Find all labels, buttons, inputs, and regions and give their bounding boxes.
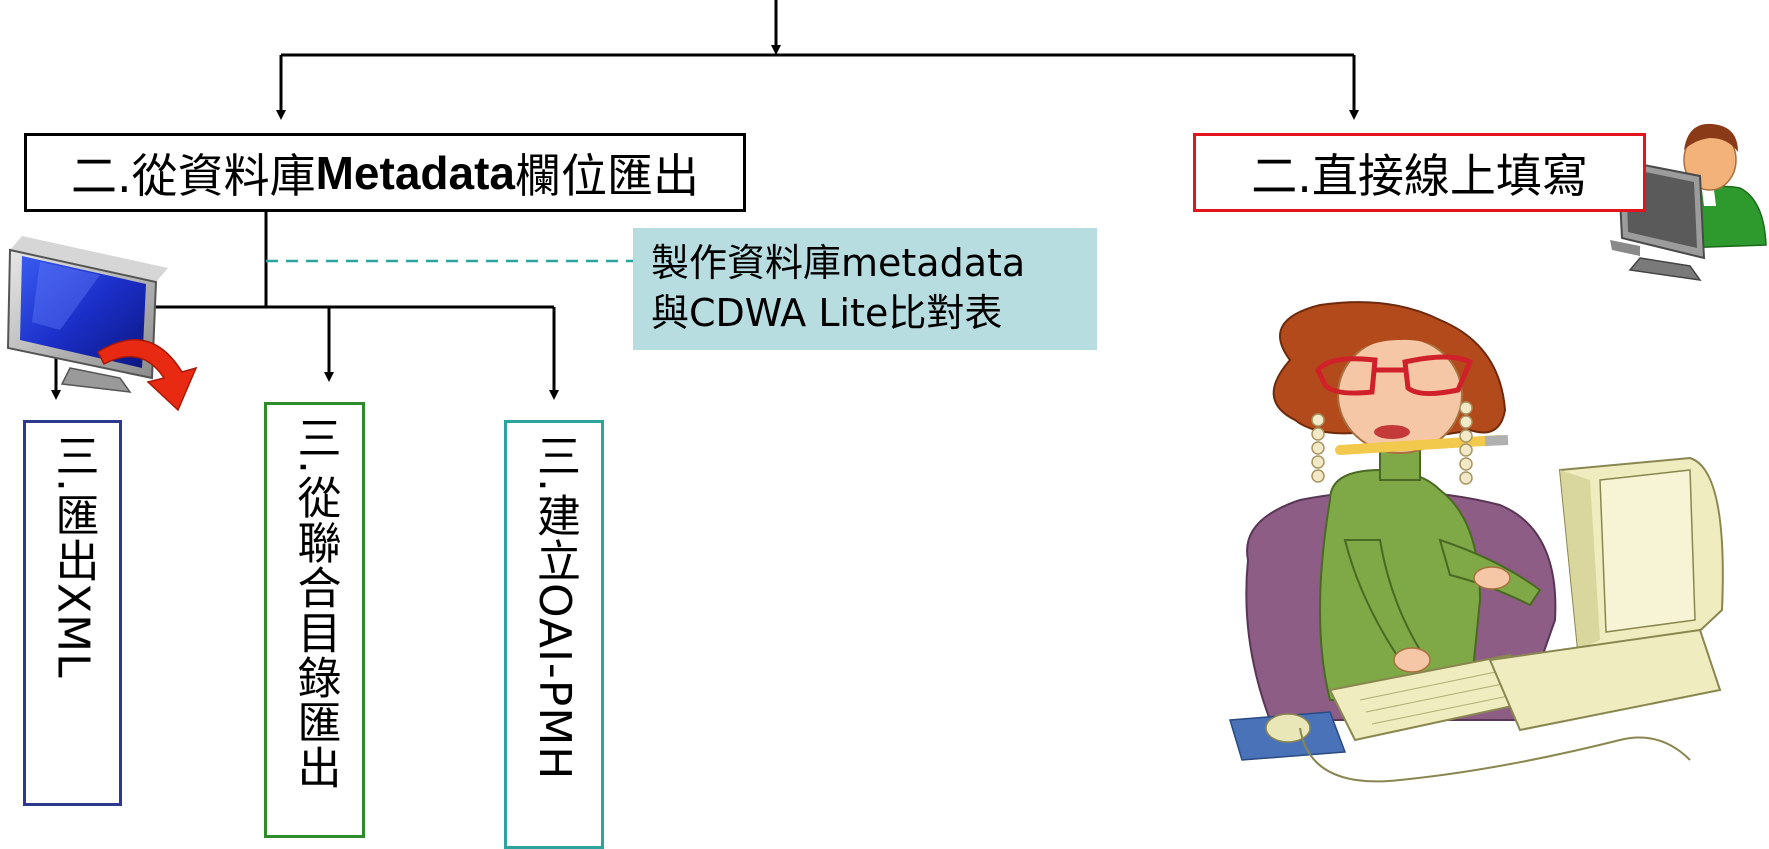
export-xml-box: 三.匯出XML xyxy=(23,420,122,806)
export-xml-label: 三.匯出XML xyxy=(47,433,99,679)
user-computer-icon xyxy=(1610,123,1767,281)
online-prefix: 二. xyxy=(1251,148,1312,203)
db-export-bold: Metadata xyxy=(315,146,515,199)
mapping-note: 製作資料庫metadata 與CDWA Lite比對表 xyxy=(633,228,1097,350)
db-export-pre: 從資料庫 xyxy=(131,148,316,203)
online-text: 直接線上填寫 xyxy=(1311,148,1588,203)
mapping-note-line1: 製作資料庫metadata xyxy=(651,241,1026,285)
oai-pmh-label: 三.建立OAI-PMH xyxy=(529,433,580,781)
oai-pmh-box: 三.建立OAI-PMH xyxy=(504,420,604,849)
online-fill-box: 二.直接線上填寫 xyxy=(1193,133,1646,212)
union-catalog-box: 三.從聯合目錄匯出 xyxy=(264,402,365,838)
mapping-note-line2: 與CDWA Lite比對表 xyxy=(651,291,1003,335)
top-connectors xyxy=(276,0,1359,120)
monitor-export-icon xyxy=(6,236,198,412)
db-export-prefix: 二. xyxy=(70,148,132,203)
union-catalog-label: 三.從聯合目錄匯出 xyxy=(289,415,341,790)
db-export-post: 欄位匯出 xyxy=(515,148,699,203)
woman-at-computer-illustration xyxy=(1229,301,1724,783)
